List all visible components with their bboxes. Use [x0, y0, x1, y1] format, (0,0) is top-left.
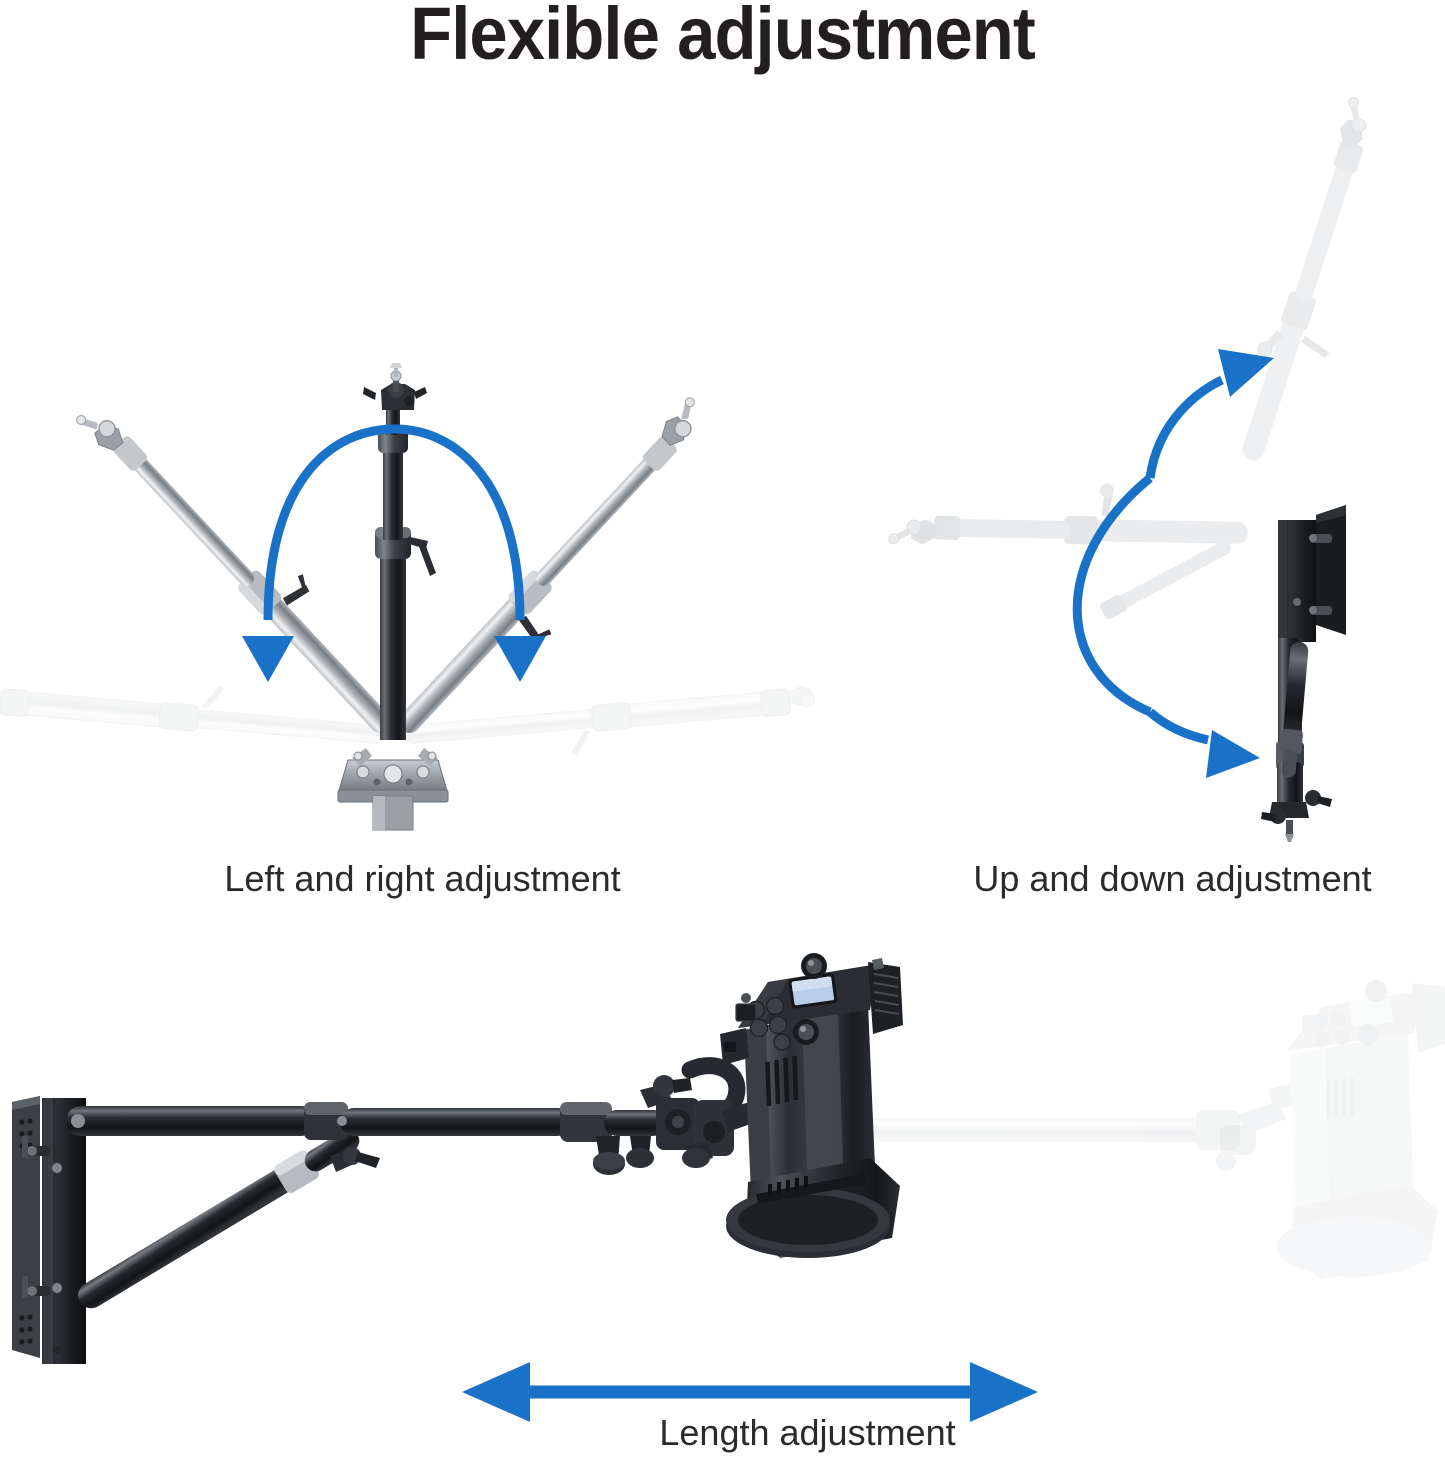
wall-mount-plate [12, 1096, 86, 1364]
ghost-strobe [1216, 980, 1445, 1279]
page-title: Flexible adjustment [410, 0, 1036, 75]
ghost-arm-right [404, 685, 815, 756]
ghost-arm-left [0, 685, 386, 744]
panel-length-adjustment [0, 950, 1445, 1380]
studio-strobe [720, 953, 903, 1258]
caption-left-right-adjustment: Left and right adjustment [0, 858, 845, 900]
panel-left-right-adjustment [0, 90, 870, 831]
caption-length-text: Length adjustment [659, 1412, 956, 1453]
swing-arm-right [398, 397, 695, 733]
triangular-truss [78, 1129, 380, 1309]
left-right-diagram [0, 363, 815, 831]
panel-up-down-adjustment [888, 90, 1445, 842]
up-down-diagram [888, 96, 1367, 842]
center-column [363, 363, 436, 740]
ghost-boom-horizontal [888, 483, 1249, 620]
swing-arm-left [76, 414, 392, 733]
swing-arc-arrow [242, 424, 546, 682]
ghost-extension [800, 1110, 1240, 1150]
ghost-boom-up [1242, 96, 1367, 461]
wall-plate [1278, 505, 1346, 642]
boom-arm-down [1261, 638, 1332, 842]
boom-tube [66, 1102, 666, 1142]
caption-up-down-text: Up and down adjustment [973, 858, 1372, 899]
length-diagram [12, 953, 1445, 1364]
caption-left-right-text: Left and right adjustment [224, 858, 621, 899]
length-adjustment-arrow [462, 1362, 1038, 1422]
clamp-joint [593, 1057, 746, 1175]
tilt-arc-arrow [1072, 349, 1274, 778]
caption-length-adjustment: Length adjustment [0, 1412, 1445, 1454]
caption-up-down-adjustment: Up and down adjustment [900, 858, 1445, 900]
wall-base-plate [337, 748, 449, 831]
